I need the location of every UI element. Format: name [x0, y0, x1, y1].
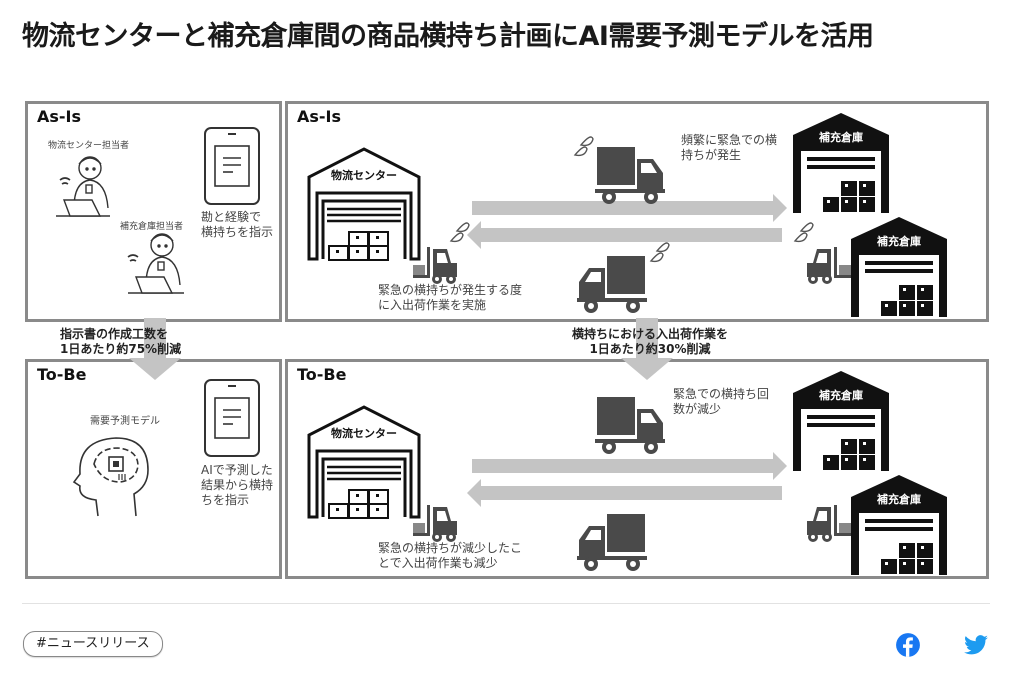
facebook-share-icon[interactable] — [895, 632, 921, 658]
arrow-to-warehouse — [472, 452, 787, 480]
tablet-document-icon — [204, 379, 260, 457]
warehouse-building-icon: 補充倉庫 — [851, 217, 947, 317]
as-is-scene: 物流センター補充倉庫補充倉庫 — [285, 101, 989, 322]
down-arrow-right — [621, 318, 673, 380]
person-caption: 補充倉庫担当者 — [120, 222, 184, 232]
arrow-to-warehouse — [472, 194, 787, 222]
news-release-tag[interactable]: #ニュースリリース — [23, 631, 163, 657]
article-title: 物流センターと補充倉庫間の商品横持ち計画にAI需要予測モデルを活用 — [22, 21, 874, 52]
as-is-forklift-note: 緊急の横持ちが発生する度 に入出荷作業を実施 — [378, 283, 523, 312]
footer-divider — [22, 603, 990, 604]
building-label: 補充倉庫 — [818, 130, 863, 144]
stress-sweat-icon — [793, 222, 814, 243]
building-label: 補充倉庫 — [876, 234, 921, 248]
forklift-icon — [413, 247, 457, 284]
as-is-staff-panel: As-Is 物流センター担当者 補充倉庫担当者 — [25, 101, 282, 322]
forklift-icon — [413, 505, 457, 542]
as-is-to-be-diagram: As-Is 物流センター担当者 補充倉庫担当者 — [25, 101, 989, 579]
stress-sweat-icon — [573, 136, 594, 157]
building-label: 補充倉庫 — [818, 388, 863, 402]
staff-person-icon — [56, 156, 110, 217]
delivery-truck-icon — [577, 514, 647, 571]
delivery-truck-icon — [595, 397, 665, 454]
model-caption: 需要予測モデル — [90, 416, 160, 427]
stress-sweat-icon — [649, 242, 670, 263]
panel-label: To-Be — [297, 365, 347, 384]
stress-sweat-icon — [449, 222, 470, 243]
to-be-forklift-note: 緊急の横持ちが減少したこ とで入出荷作業も減少 — [378, 541, 523, 570]
person-caption: 物流センター担当者 — [48, 141, 130, 151]
as-is-doc-note: 勘と経験で 横持ちを指示 — [201, 210, 274, 239]
forklift-icon — [807, 247, 851, 284]
panel-label: To-Be — [37, 365, 87, 384]
panel-label: As-Is — [297, 107, 342, 126]
delivery-truck-icon — [577, 256, 647, 313]
logistics-center-building-icon: 物流センター — [307, 405, 421, 519]
as-is-truck-note: 頻繁に緊急での横 持ちが発生 — [681, 133, 778, 162]
panel-label: As-Is — [37, 107, 82, 126]
forklift-icon — [807, 505, 851, 542]
warehouse-building-icon: 補充倉庫 — [793, 371, 889, 471]
warehouse-building-icon: 補充倉庫 — [851, 475, 947, 575]
building-label: 物流センター — [331, 168, 397, 182]
to-be-scene: 物流センター補充倉庫補充倉庫 — [285, 359, 989, 579]
logistics-center-building-icon: 物流センター — [307, 147, 421, 261]
delivery-truck-icon — [595, 147, 665, 204]
building-label: 物流センター — [331, 426, 397, 440]
ai-brain-head-icon — [72, 437, 149, 517]
down-arrow-left — [129, 318, 181, 380]
effect-text-right: 横持ちにおける入出荷作業を 1日あたり約30%削減 — [571, 327, 728, 356]
to-be-doc-note: AIで予測した 結果から横持 ちを指示 — [201, 463, 274, 507]
tablet-document-icon — [204, 127, 260, 205]
arrow-to-center — [467, 221, 782, 249]
effect-text-left: 指示書の作成工数を 1日あたり約75%削減 — [60, 327, 182, 356]
building-label: 補充倉庫 — [876, 492, 921, 506]
to-be-truck-note: 緊急での横持ち回 数が減少 — [673, 387, 770, 416]
staff-person-icon — [127, 233, 184, 294]
to-be-model-panel: To-Be 需要予測モデル AIで予測した 結果から横持 ちを指示 — [25, 359, 282, 579]
twitter-share-icon[interactable] — [963, 632, 989, 658]
arrow-to-center — [467, 479, 782, 507]
warehouse-building-icon: 補充倉庫 — [793, 113, 889, 213]
